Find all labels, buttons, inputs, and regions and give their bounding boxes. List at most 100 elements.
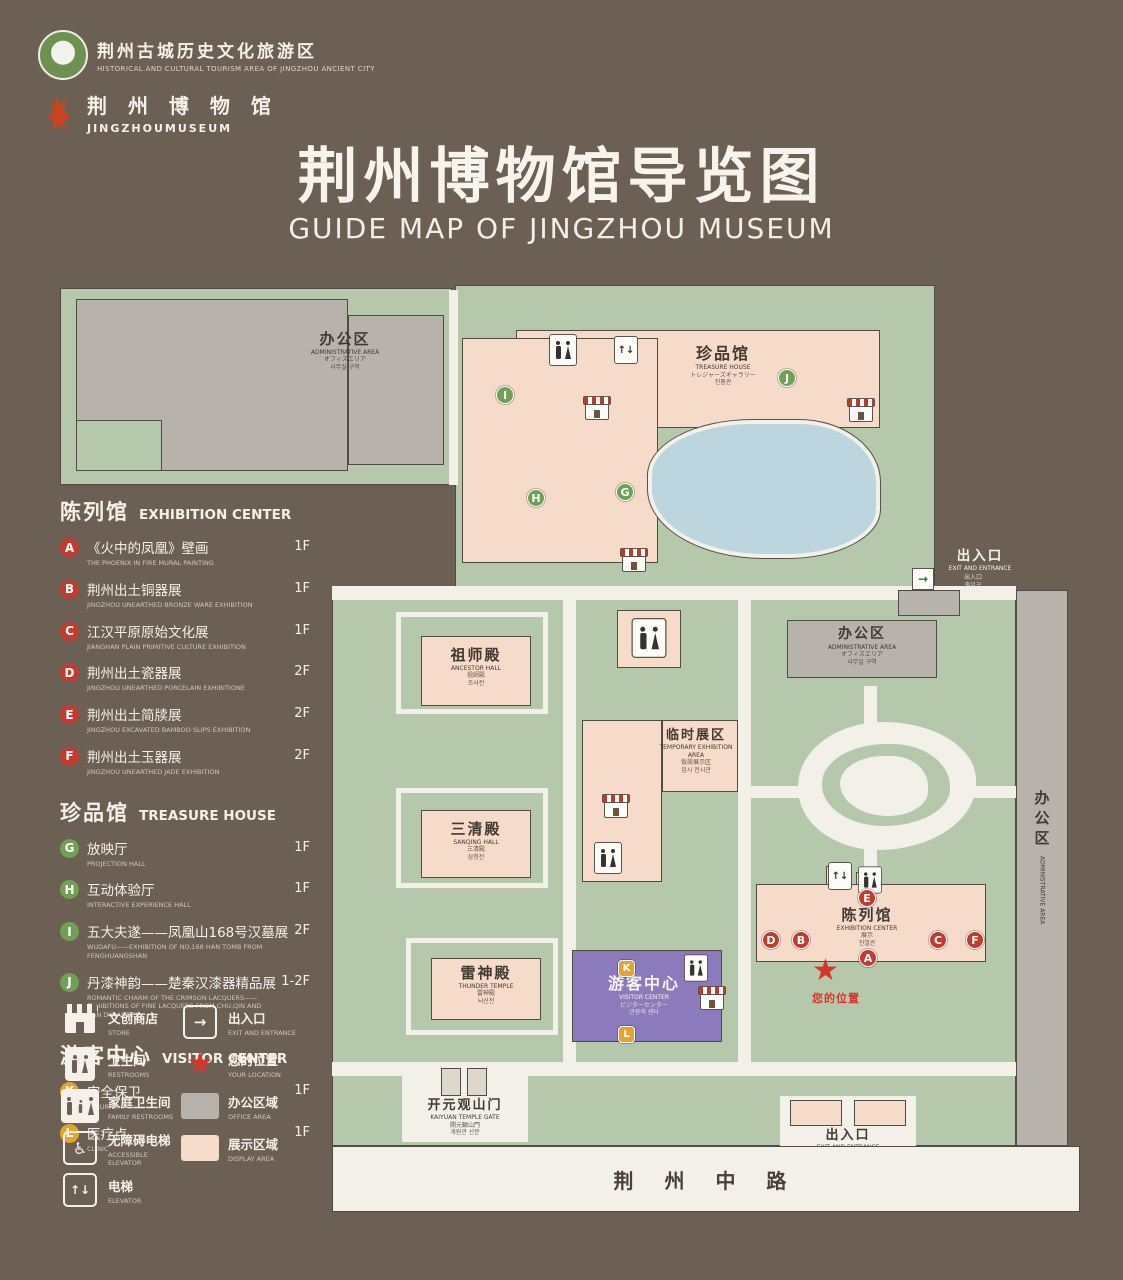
item-en: JINGZHOU EXCAVATED BAMBOO SLIPS EXHIBITI… xyxy=(87,726,251,735)
exit-label-cn: 出入口 xyxy=(825,1128,871,1143)
restroom-icon xyxy=(594,842,622,874)
elevator-icon xyxy=(828,862,852,890)
exit-label-en: EXIT AND ENTRANCE xyxy=(948,564,1012,572)
courtyard-path xyxy=(396,788,548,888)
item-cn: 互动体验厅 xyxy=(87,883,155,900)
section-title-en: EXHIBITION CENTER xyxy=(139,507,292,523)
museum-logo-en: JINGZHOUMUSEUM xyxy=(87,122,233,135)
map-marker-a: A xyxy=(859,949,877,967)
pictogram-cn: 无障碍电梯 xyxy=(108,1132,171,1148)
building-name-l3: 祖師殿 xyxy=(466,672,485,680)
item-floor: 1F xyxy=(294,622,310,638)
exit-label-l4: 출입구 xyxy=(964,581,982,589)
pictogram-en: EXIT AND ENTRANCE xyxy=(228,1028,297,1037)
pictogram-cn: 家庭卫生间 xyxy=(108,1094,171,1110)
pictogram-cn: 卫生间 xyxy=(108,1052,146,1068)
building-name-cn: 祖师殿 xyxy=(450,646,502,664)
map-marker-j: J xyxy=(778,369,796,387)
pictogram-cn: 电梯 xyxy=(108,1178,134,1194)
item-en: THE PHOENIX IN FIRE MURAL PAINTING xyxy=(87,559,214,567)
building-name-l4: 사무실 구역 xyxy=(330,363,360,371)
path xyxy=(332,1062,1016,1076)
legend-restrooms: 卫生间 RESTROOMS xyxy=(60,1047,178,1081)
item-en: PROJECTION HALL xyxy=(87,859,146,868)
section-title-cn: 珍品馆 xyxy=(60,800,129,825)
label-exhibition-center: 陈列馆 EXHIBITION CENTER 展示 진열관 xyxy=(812,906,922,947)
south-exit-block xyxy=(790,1100,842,1126)
location-star-icon xyxy=(187,1049,214,1079)
tourism-area-logo: 荆州古城历史文化旅游区 HISTORICAL AND CULTURAL TOUR… xyxy=(38,30,375,80)
pictogram-en: FAMILY RESTROOMS xyxy=(108,1112,174,1121)
building-name-l4: 진열관 xyxy=(858,939,876,947)
legend-display-area: 展示区域 DISPLAY AREA xyxy=(180,1131,320,1165)
garden-pond xyxy=(840,756,928,816)
building-name-l4: 진품관 xyxy=(714,379,732,386)
tourism-logo-cn: 荆州古城历史文化旅游区 xyxy=(97,42,317,62)
exit-label-cn: 出入口 xyxy=(956,548,1004,564)
marker-badge-i: I xyxy=(60,922,79,942)
thunder-temple-building xyxy=(431,958,541,1020)
building-name-cn: 办公区 xyxy=(838,626,886,642)
map-marker-k: K xyxy=(618,960,635,977)
building-name-en: ANCESTOR HALL xyxy=(450,664,502,672)
building-name-cn: 办公区 xyxy=(1032,790,1051,850)
map-marker-b: B xyxy=(792,931,810,949)
pictogram-cn: 文创商店 xyxy=(108,1010,159,1026)
accessible-elevator-icon xyxy=(63,1131,97,1165)
building-name-en: SANQING HALL xyxy=(453,838,499,846)
south-exit-block xyxy=(854,1100,906,1126)
store-icon xyxy=(698,986,726,1010)
building-name-en: VISITOR CENTER xyxy=(618,994,669,1001)
legend-store: 文创商店 STORE xyxy=(60,1004,178,1039)
building-name-l3: 仮設展示区 xyxy=(680,759,711,767)
item-cn: 荆州出土瓷器展 xyxy=(87,666,182,683)
marker-badge-a: A xyxy=(60,538,79,557)
building-name-l3: 展示 xyxy=(860,932,873,940)
pictogram-cn: 您的位置 xyxy=(228,1052,279,1068)
item-cn: 放映厅 xyxy=(87,841,128,858)
admin-strip-east xyxy=(1016,590,1068,1146)
building-name-l3: トレジャーズギャラリー xyxy=(690,371,756,379)
legend-your-location: 您的位置 YOUR LOCATION xyxy=(180,1047,320,1081)
courtyard-path xyxy=(406,938,558,1035)
road-name: 荆 州 中 路 xyxy=(613,1168,799,1193)
gate-pillar xyxy=(467,1068,487,1096)
building-name-l4: 뇌신전 xyxy=(477,997,495,1005)
building-name-l3: 雷神殿 xyxy=(476,990,495,998)
item-en: WUDAFU——EXHIBITION OF NO.168 HAN TOMB FR… xyxy=(87,943,263,960)
temporary-exhibition-wing xyxy=(662,720,738,792)
page-subtitle: GUIDE MAP OF JINGZHOU MUSEUM xyxy=(288,212,835,245)
pictogram-en: ACCESSIBLE ELEVATOR xyxy=(108,1150,148,1167)
map-marker-c: C xyxy=(929,931,947,949)
pictogram-en: STORE xyxy=(108,1028,130,1037)
elevator-icon xyxy=(63,1173,97,1207)
elevator-icon xyxy=(614,336,638,364)
label-admin-strip: 办公区 ADMINISTRATIVE AREA xyxy=(1016,790,1068,924)
item-cn: 丹漆神韵——楚秦汉漆器精品展 xyxy=(87,975,276,992)
deer-icon xyxy=(47,94,72,131)
map-marker-d: D xyxy=(762,931,780,949)
building-name-l3: オフィスエリア xyxy=(841,651,883,658)
building-name-cn: 珍品馆 xyxy=(695,344,750,363)
building-name-l3: オフィスエリア xyxy=(324,356,366,364)
tourism-logo-en: HISTORICAL AND CULTURAL TOURISM AREA OF … xyxy=(97,65,375,73)
item-floor: 2F xyxy=(294,706,310,722)
ancestor-hall-building xyxy=(421,636,531,706)
map-marker-f: F xyxy=(966,931,984,949)
map-marker-g: G xyxy=(616,483,634,501)
marker-badge-f: F xyxy=(60,746,79,766)
admin-building-east xyxy=(787,620,937,678)
item-floor: 1F xyxy=(294,1124,310,1140)
label-admin-nw: 办公区 ADMINISTRATIVE AREA オフィスエリア 사무실 구역 xyxy=(285,330,405,371)
item-floor: 1F xyxy=(294,580,310,596)
admin-building-nw-wing xyxy=(348,315,444,465)
pictogram-cn: 展示区域 xyxy=(228,1136,279,1152)
restroom-icon xyxy=(684,954,708,982)
label-exit-ne-sub: 出入口 출입구 xyxy=(938,574,1008,589)
